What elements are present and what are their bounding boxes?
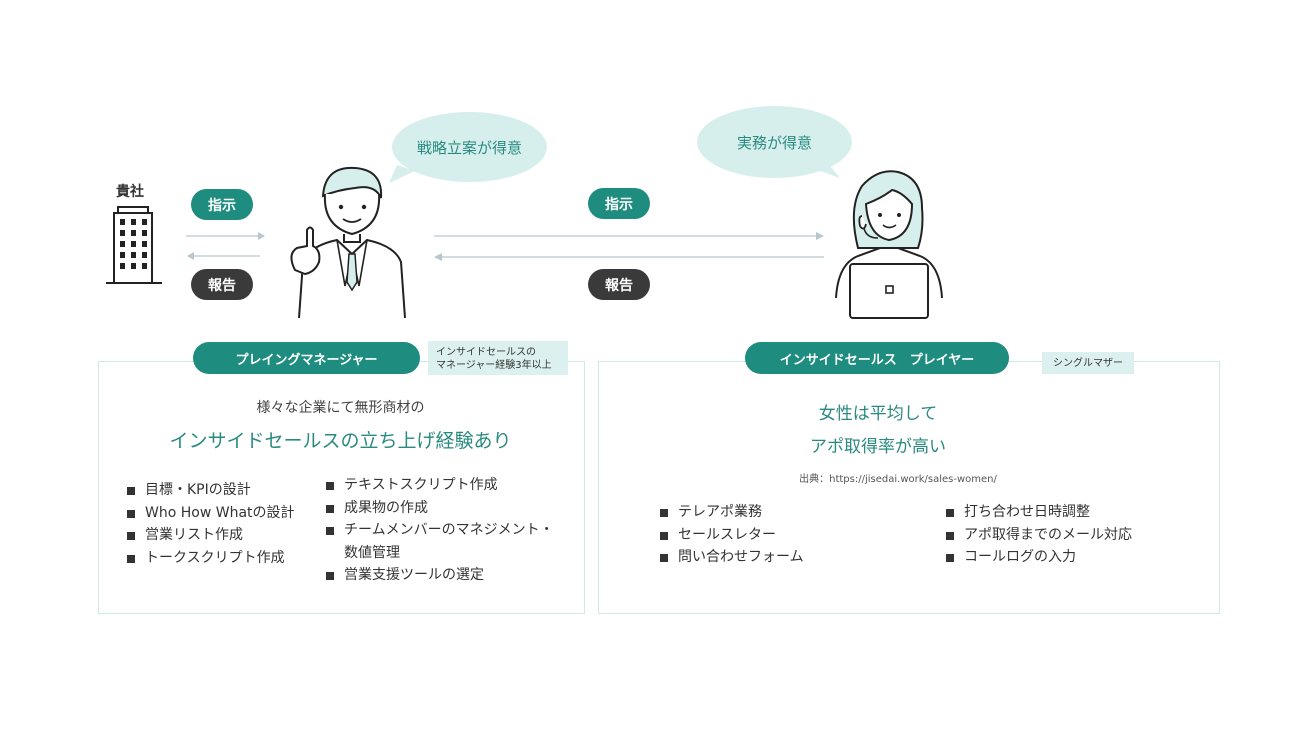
list-item: コールログの入力: [946, 546, 1132, 569]
player-task-list-a: テレアポ業務 セールスレター 問い合わせフォーム: [660, 501, 804, 569]
manager-header: プレイングマネージャー: [193, 342, 420, 374]
player-headline-line2: アポ取得率が高い: [598, 432, 1158, 457]
instruction-pill-right: 指示: [588, 188, 650, 219]
manager-skill-list-b: テキストスクリプト作成 成果物の作成 チームメンバーのマネジメント・ 数値管理 …: [326, 474, 554, 587]
list-item: 目標・KPIの設計: [127, 479, 295, 502]
list-item: 数値管理: [326, 542, 554, 565]
manager-headline: インサイドセールスの立ち上げ経験あり: [98, 426, 583, 453]
player-tag: シングルマザー: [1042, 352, 1134, 374]
list-item: 打ち合わせ日時調整: [946, 501, 1132, 524]
list-item: 営業支援ツールの選定: [326, 564, 554, 587]
list-item: トークスクリプト作成: [127, 547, 295, 570]
report-pill-left: 報告: [191, 269, 253, 300]
player-headline-line1: 女性は平均して: [598, 399, 1158, 424]
list-item: セールスレター: [660, 524, 804, 547]
list-item: チームメンバーのマネジメント・: [326, 519, 554, 542]
manager-bubble-tail: [385, 165, 425, 185]
arrows-center: [428, 228, 830, 264]
list-item: 問い合わせフォーム: [660, 546, 804, 569]
source-citation: 出典：https://jisedai.work/sales-women/: [598, 470, 1198, 485]
manager-experience-tag: インサイドセールスの マネージャー経験3年以上: [428, 341, 568, 375]
report-pill-right: 報告: [588, 269, 650, 300]
player-avatar: [832, 168, 947, 323]
list-item: アポ取得までのメール対応: [946, 524, 1132, 547]
list-item: テレアポ業務: [660, 501, 804, 524]
manager-avatar: [285, 162, 415, 320]
list-item: テキストスクリプト作成: [326, 474, 554, 497]
list-item: Who How Whatの設計: [127, 502, 295, 525]
company-label: 貴社: [116, 181, 144, 201]
manager-subtitle: 様々な企業にて無形商材の: [98, 397, 583, 417]
player-task-list-b: 打ち合わせ日時調整 アポ取得までのメール対応 コールログの入力: [946, 501, 1132, 569]
list-item: 成果物の作成: [326, 497, 554, 520]
arrows-left: [180, 228, 270, 262]
player-header: インサイドセールス プレイヤー: [745, 342, 1009, 374]
building-icon: [104, 205, 164, 287]
list-item: 営業リスト作成: [127, 524, 295, 547]
instruction-pill-left: 指示: [191, 189, 253, 220]
manager-skill-list-a: 目標・KPIの設計 Who How Whatの設計 営業リスト作成 トークスクリ…: [127, 479, 295, 569]
